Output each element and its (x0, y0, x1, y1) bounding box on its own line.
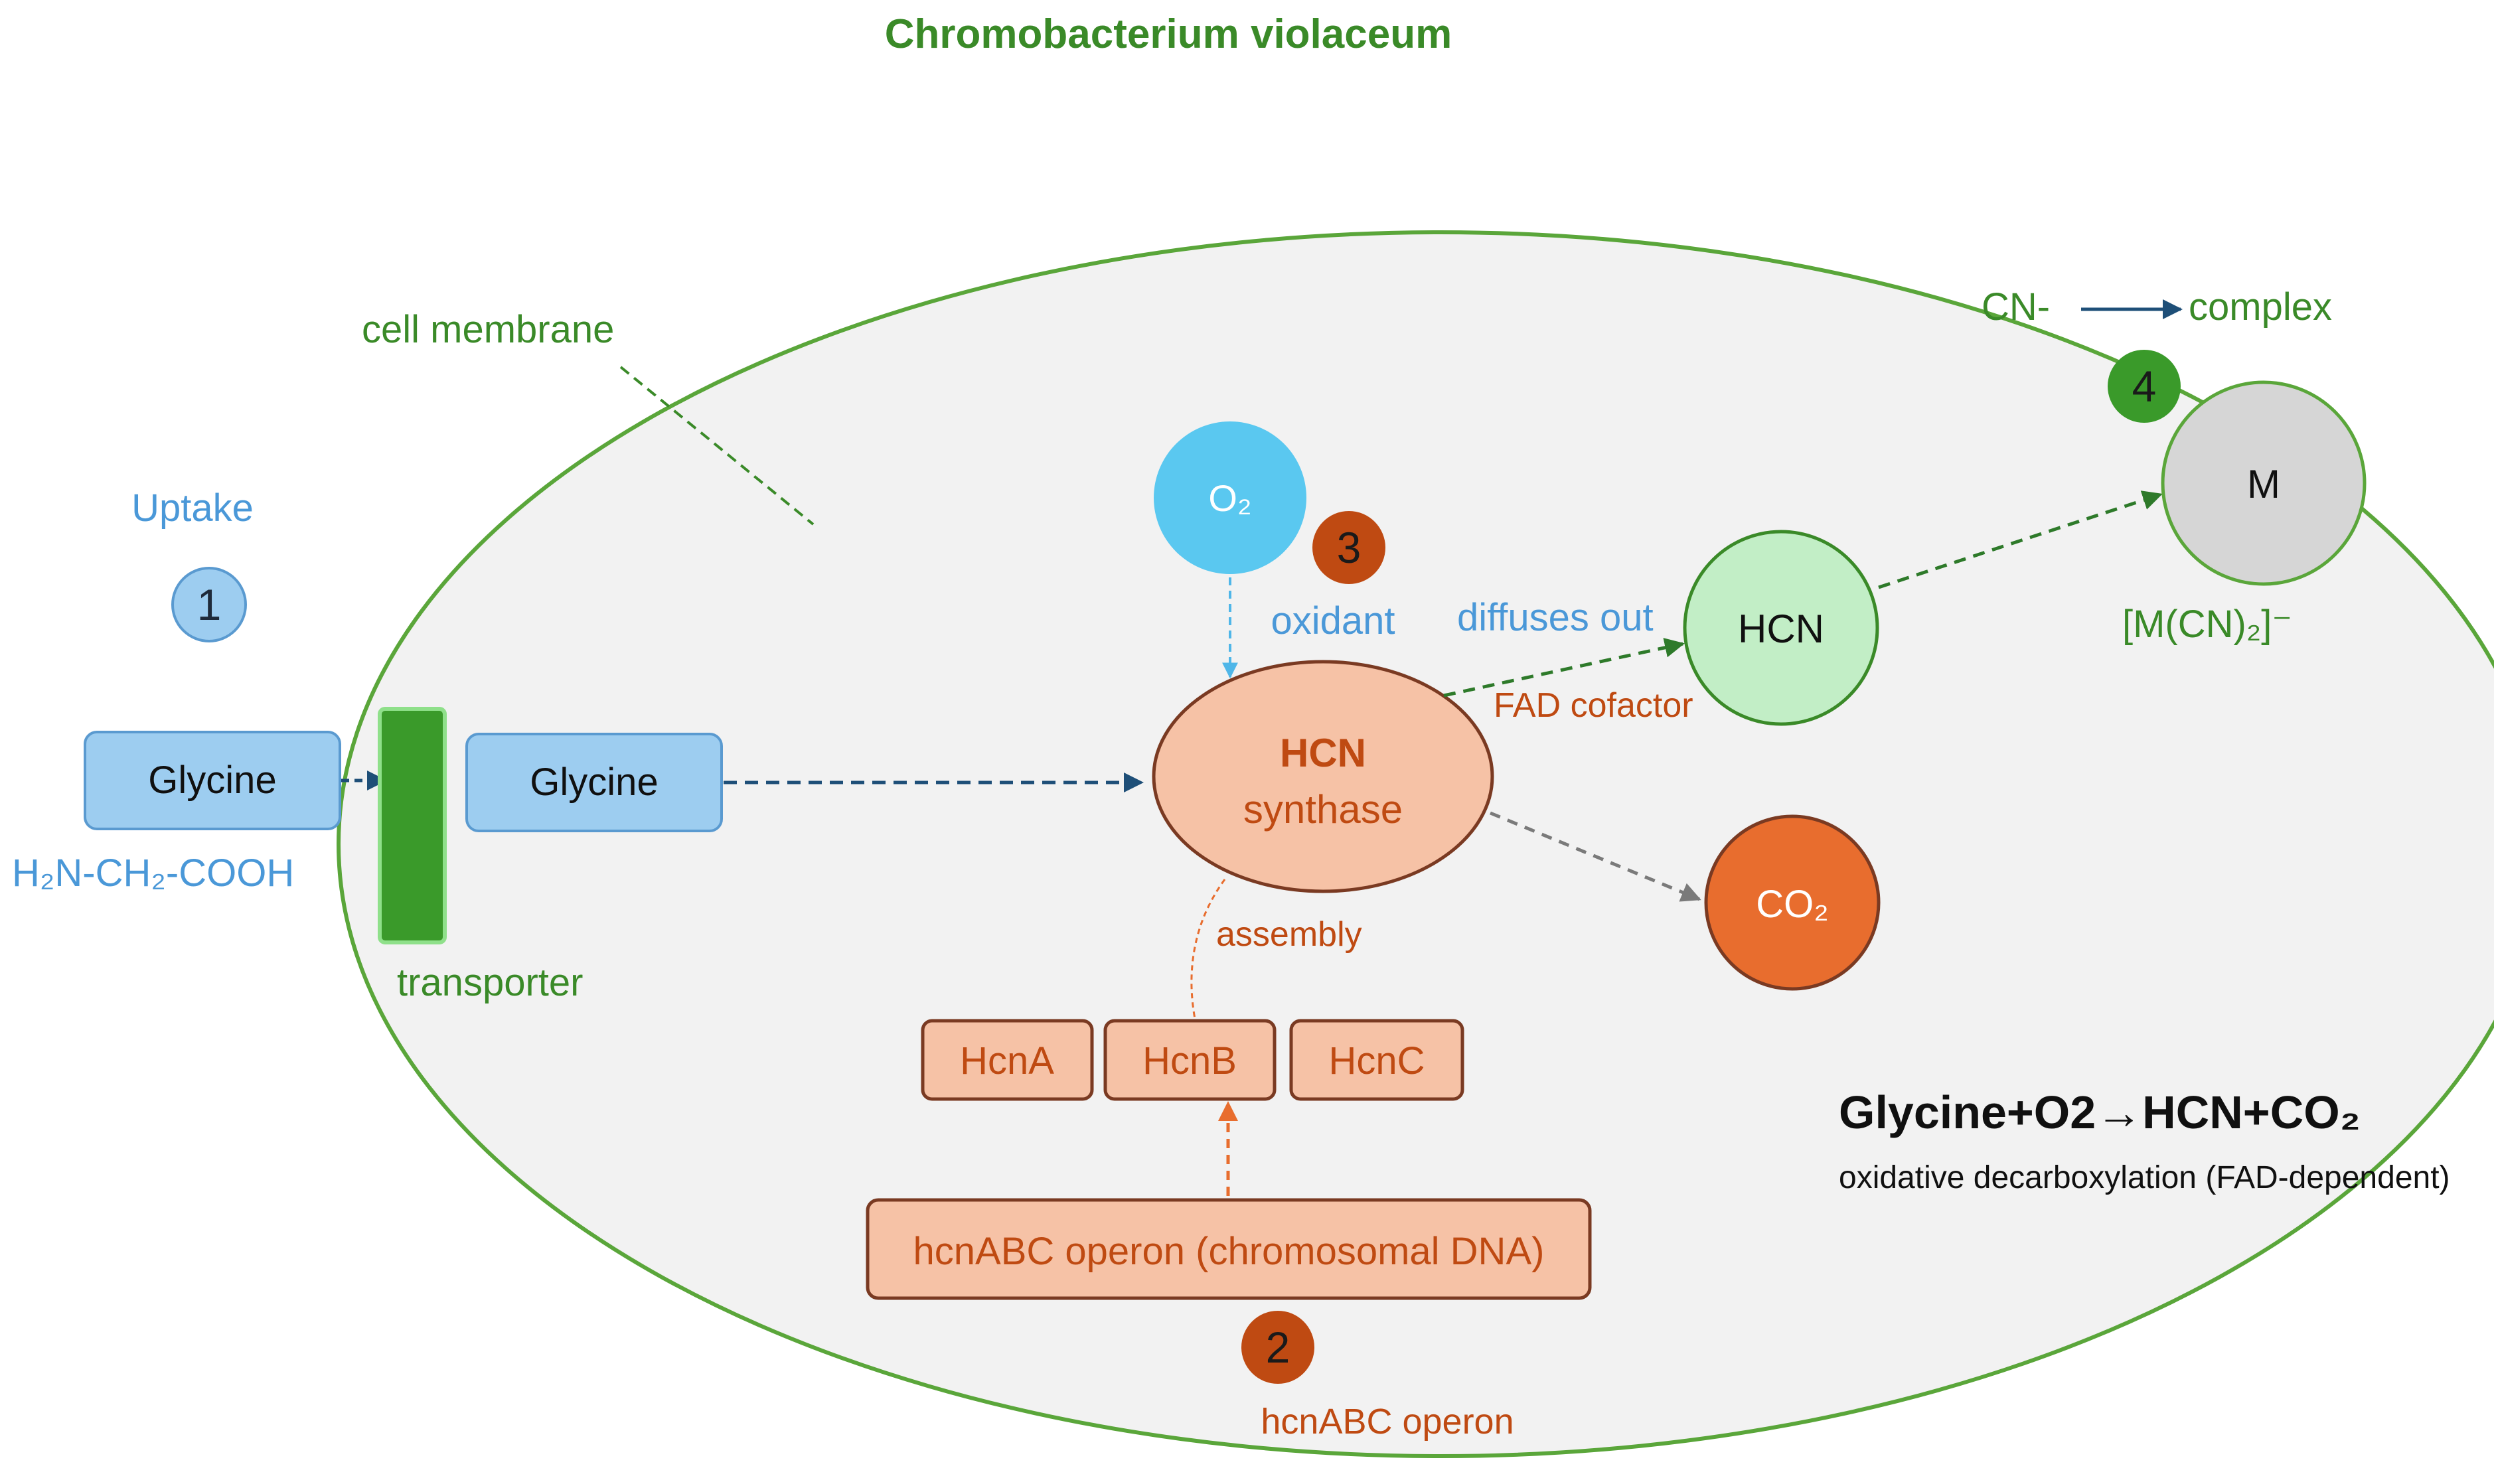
hcn-synthase-line1: HCN (1280, 731, 1366, 775)
subunit-hcnb-label: HcnB (1142, 1039, 1237, 1082)
co2-node (1704, 814, 1881, 991)
arrow-synthase-to-co2 (1490, 811, 1701, 902)
step-3-badge (1312, 511, 1385, 584)
glycine-outside-box (84, 731, 341, 830)
subunit-hcnb-box (1103, 1019, 1277, 1101)
co2-label: CO₂ (1756, 883, 1829, 926)
step-4-badge (2108, 350, 2181, 423)
glycine-inside-box (465, 733, 723, 832)
step-1-badge (171, 567, 247, 642)
transporter-label: transporter (397, 961, 583, 1004)
step-4-number: 4 (2132, 362, 2157, 411)
complex-label: complex (2189, 285, 2332, 329)
transporter (378, 707, 447, 944)
arrow-synthase-to-hcn (1443, 638, 1685, 698)
equation-sub: oxidative decarboxylation (FAD-dependent… (1839, 1160, 2450, 1195)
diagram-title: Chromobacterium violaceum (885, 11, 1452, 57)
fad-cofactor-label: FAD cofactor (1494, 686, 1693, 725)
operon-box (866, 1198, 1592, 1300)
subunit-hcnc-box (1289, 1019, 1464, 1101)
operon-caption: hcnABC operon (1261, 1402, 1514, 1442)
uptake-label: Uptake (131, 486, 254, 530)
hcn-node (1683, 530, 1879, 726)
oxygen-label: O₂ (1208, 477, 1251, 519)
diffuses-out-label: diffuses out (1457, 596, 1654, 639)
oxygen-node (1154, 421, 1306, 574)
metal-node (2161, 380, 2367, 586)
metal-label: M (2247, 462, 2280, 506)
hcn-synthase-line2: synthase (1243, 787, 1403, 832)
complex-product-label: [M(CN)₂]⁻ (2122, 603, 2292, 646)
subunit-hcnc-label: HcnC (1328, 1039, 1425, 1082)
operon-label: hcnABC operon (chromosomal DNA) (913, 1230, 1545, 1273)
arrow-hcn-to-metal (1878, 490, 2163, 589)
step-1-number: 1 (197, 580, 222, 629)
oxidant-label: oxidant (1271, 599, 1395, 642)
step-2-badge (1241, 1311, 1314, 1384)
hcn-label: HCN (1738, 607, 1824, 651)
assembly-label: assembly (1216, 915, 1362, 954)
cn-label: CN- (1982, 285, 2050, 329)
subunit-hcna-box (921, 1019, 1094, 1101)
glycine-outside-label: Glycine (148, 759, 276, 802)
glycine-inside-label: Glycine (530, 761, 658, 804)
subunit-hcna-label: HcnA (960, 1039, 1054, 1082)
assembly-connector (1190, 879, 1226, 1019)
glycine-formula: H₂N-CH₂-COOH (12, 852, 294, 895)
step-3-number: 3 (1337, 523, 1362, 572)
step-2-number: 2 (1266, 1323, 1290, 1372)
hcn-synthase-node (1152, 660, 1494, 893)
equation-main: Glycine+O2→HCN+CO₂ (1839, 1086, 2361, 1138)
membrane-pointer (619, 366, 815, 526)
cell-membrane-label: cell membrane (362, 308, 614, 351)
